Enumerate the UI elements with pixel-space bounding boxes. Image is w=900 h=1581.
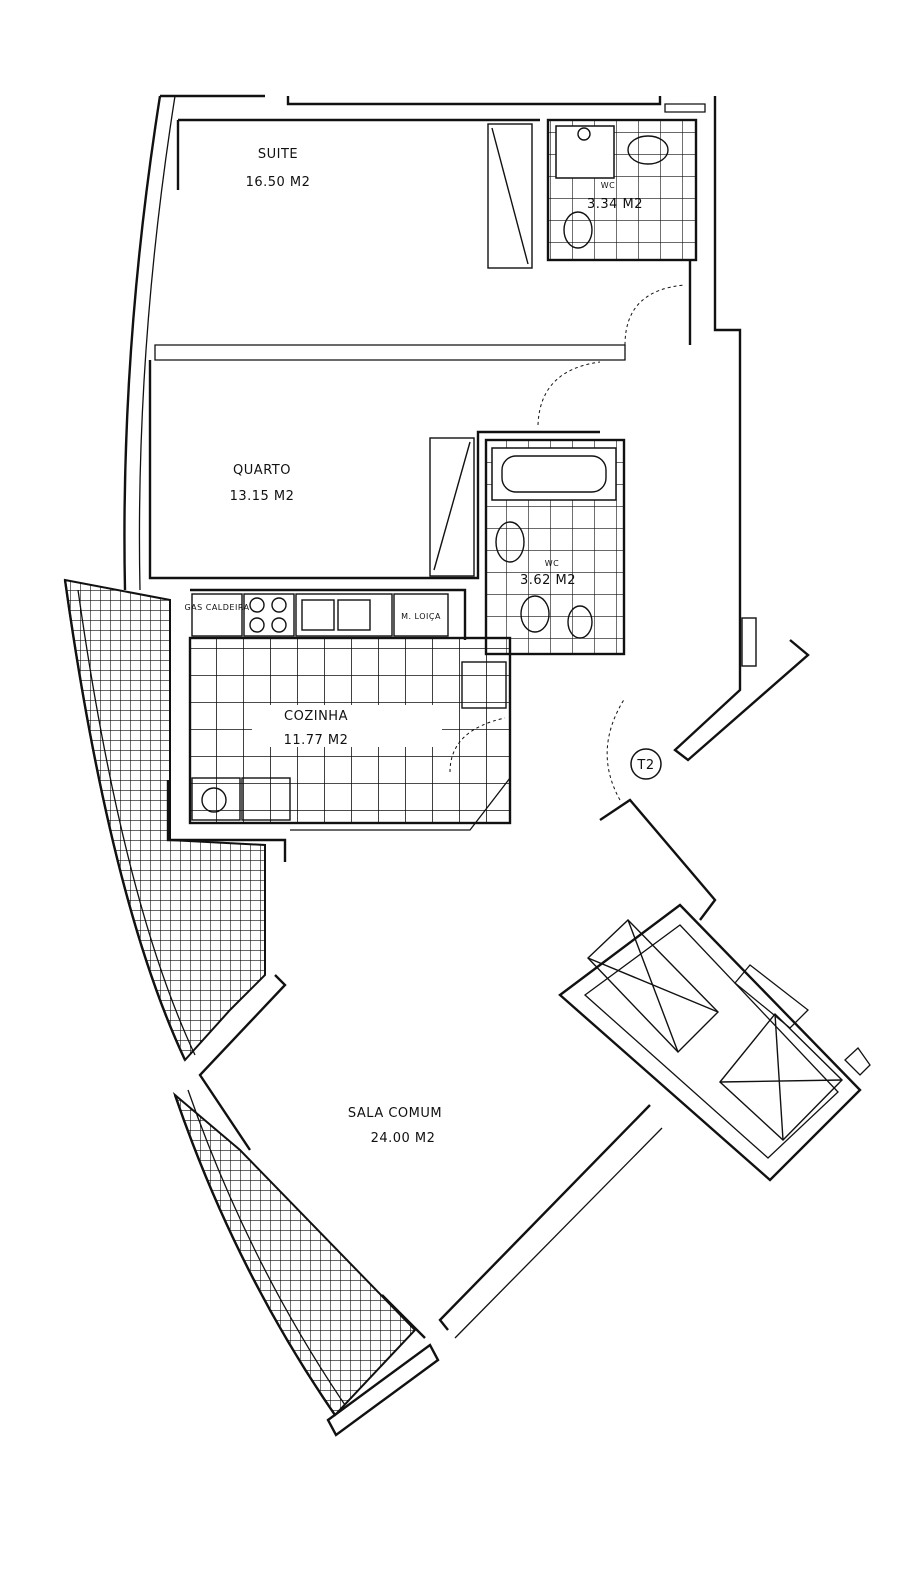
burner-icon [271,597,287,613]
washing-machine [191,777,241,821]
dishwasher [393,593,449,637]
suite-area: 16.50 M2 [246,175,311,190]
entrance-door-swing [606,697,626,801]
cozinha-label: COZINHA [284,709,348,724]
shower-drain-icon [577,127,591,141]
wc-suite-label: WC [601,181,616,190]
washbasin-icon [627,135,669,165]
balcony-lower [172,1091,440,1437]
burner-icon [271,617,287,633]
sala-label: SALA COMUM [348,1106,442,1121]
washer-label: M. LOIÇA [401,612,441,621]
wc-area: 3.62 M2 [520,573,576,588]
shower-tray [555,125,615,179]
room-wc-suite: WC 3.34 M2 [546,118,698,346]
wc-suite-area: 3.34 M2 [587,197,643,212]
quarto-area: 13.15 M2 [230,489,295,504]
suite-label: SUITE [258,147,298,162]
elevator-core [558,903,871,1182]
hallway: T2 [599,600,810,921]
room-wc: WC 3.62 M2 [484,438,626,656]
bidet-icon [567,605,593,639]
door-swing [624,284,686,346]
exterior-facade [63,95,346,1416]
wc-label: WC [545,559,560,568]
unit-tag-label: T2 [636,758,654,773]
cooktop [243,593,295,637]
door-swing [537,361,601,426]
washbasin-icon [495,521,525,563]
quarto-label: QUARTO [233,463,291,478]
gas-heater [191,593,243,637]
washing-machine-icon [201,787,227,813]
top-wall [160,94,742,600]
sink [295,593,393,637]
door-swing [449,717,506,773]
room-quarto: QUARTO 13.15 M2 [148,360,601,580]
burner-icon [249,597,265,613]
room-suite: SUITE 16.50 M2 [154,118,626,361]
toilet-icon [520,595,550,633]
unit-tag [630,748,662,780]
sala-area: 24.00 M2 [371,1131,436,1146]
gas-heater-label: GAS CALDEIRA [184,603,249,612]
cozinha-area: 11.77 M2 [284,733,349,748]
burner-icon [249,617,265,633]
room-cozinha: GAS CALDEIRA M. LOIÇA COZINHA 11.77 M2 [166,588,512,862]
room-sala: SALA COMUM 24.00 M2 [198,974,663,1339]
toilet-icon [563,211,593,249]
